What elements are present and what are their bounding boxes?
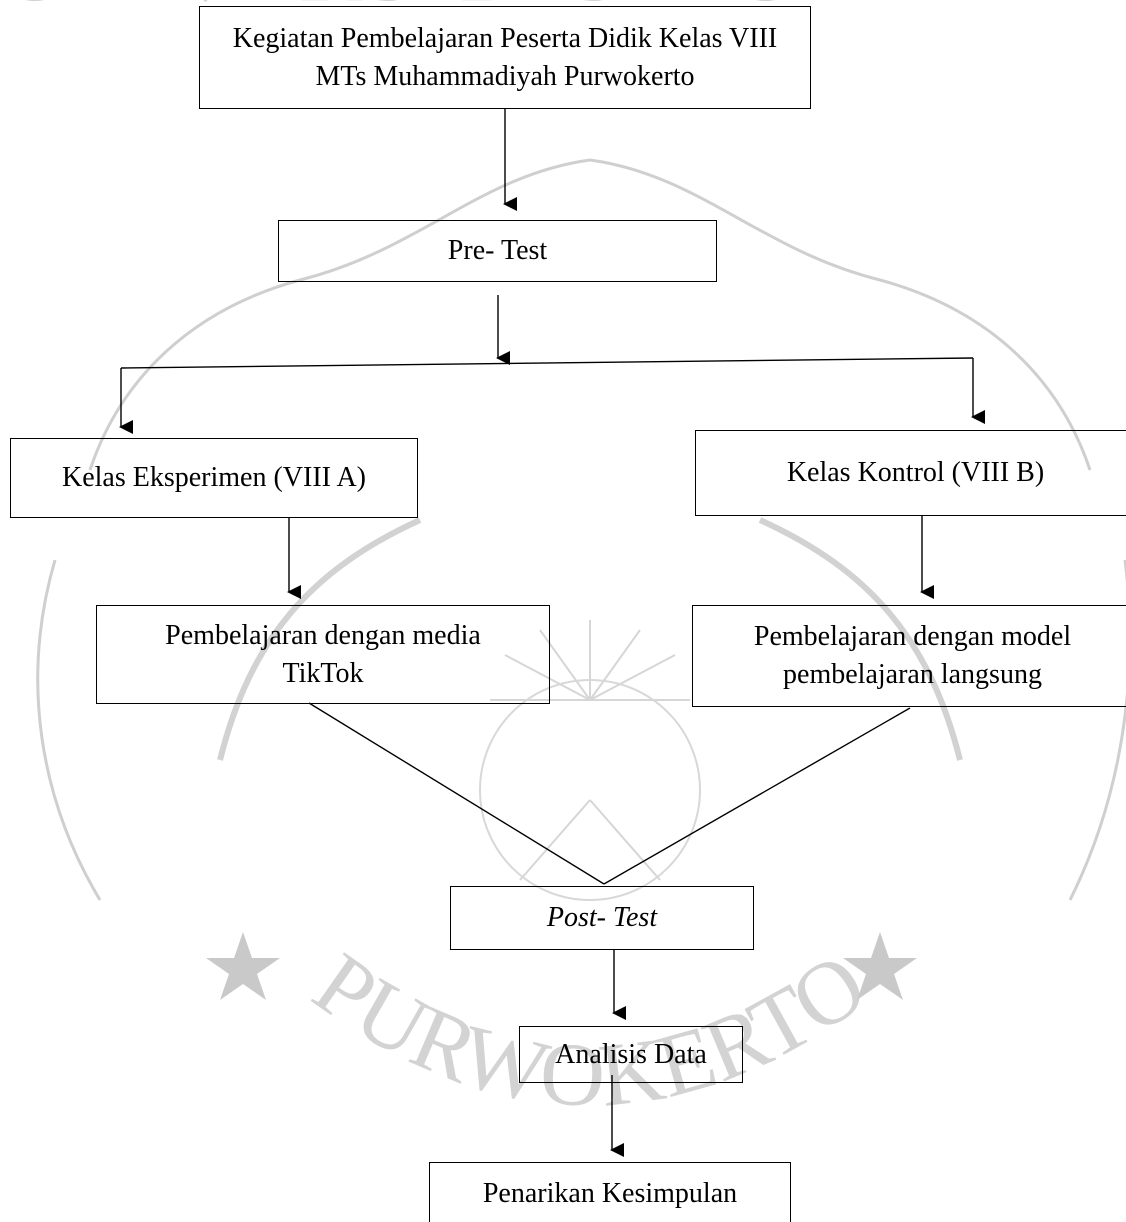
node-root-line-1: Kegiatan Pembelajaran Peserta Didik Kela…	[232, 22, 778, 54]
node-kelas-kontrol-label: Kelas Kontrol (VIII B)	[786, 457, 1045, 488]
node-posttest-label: Post- Test	[546, 902, 658, 933]
node-analisis-data-label: Analisis Data	[555, 1038, 707, 1070]
node-kelas-kontrol: Kelas Kontrol (VIII B)	[695, 430, 1126, 516]
node-model-langsung-line-1: Pembelajaran dengan model	[753, 621, 1072, 652]
node-kelas-eksperimen-label: Kelas Eksperimen (VIII A)	[61, 462, 366, 493]
node-penarikan-kesimpulan: Penarikan Kesimpulan	[429, 1162, 791, 1222]
line-tiktok-to-posttest	[308, 702, 605, 885]
node-media-tiktok-line-2: TikTok	[282, 657, 364, 689]
node-model-langsung-line-2: pembelajaran langsung	[783, 659, 1042, 690]
node-posttest: Post- Test	[450, 886, 754, 950]
node-model-langsung: Pembelajaran dengan model pembelajaran l…	[692, 605, 1126, 707]
node-root-line-2: MTs Muhammadiyah Purwokerto	[315, 60, 695, 92]
node-media-tiktok-line-1: Pembelajaran dengan media	[165, 619, 481, 651]
node-kelas-eksperimen: Kelas Eksperimen (VIII A)	[10, 438, 418, 518]
branch-line	[120, 357, 974, 369]
node-penarikan-kesimpulan-label: Penarikan Kesimpulan	[482, 1178, 738, 1209]
node-pretest-label: Pre- Test	[447, 235, 548, 266]
line-langsung-to-posttest	[603, 707, 911, 885]
node-analisis-data: Analisis Data	[519, 1026, 743, 1083]
node-root: Kegiatan Pembelajaran Peserta Didik Kela…	[199, 6, 811, 109]
node-pretest: Pre- Test	[278, 220, 717, 282]
node-media-tiktok: Pembelajaran dengan media TikTok	[96, 605, 550, 704]
